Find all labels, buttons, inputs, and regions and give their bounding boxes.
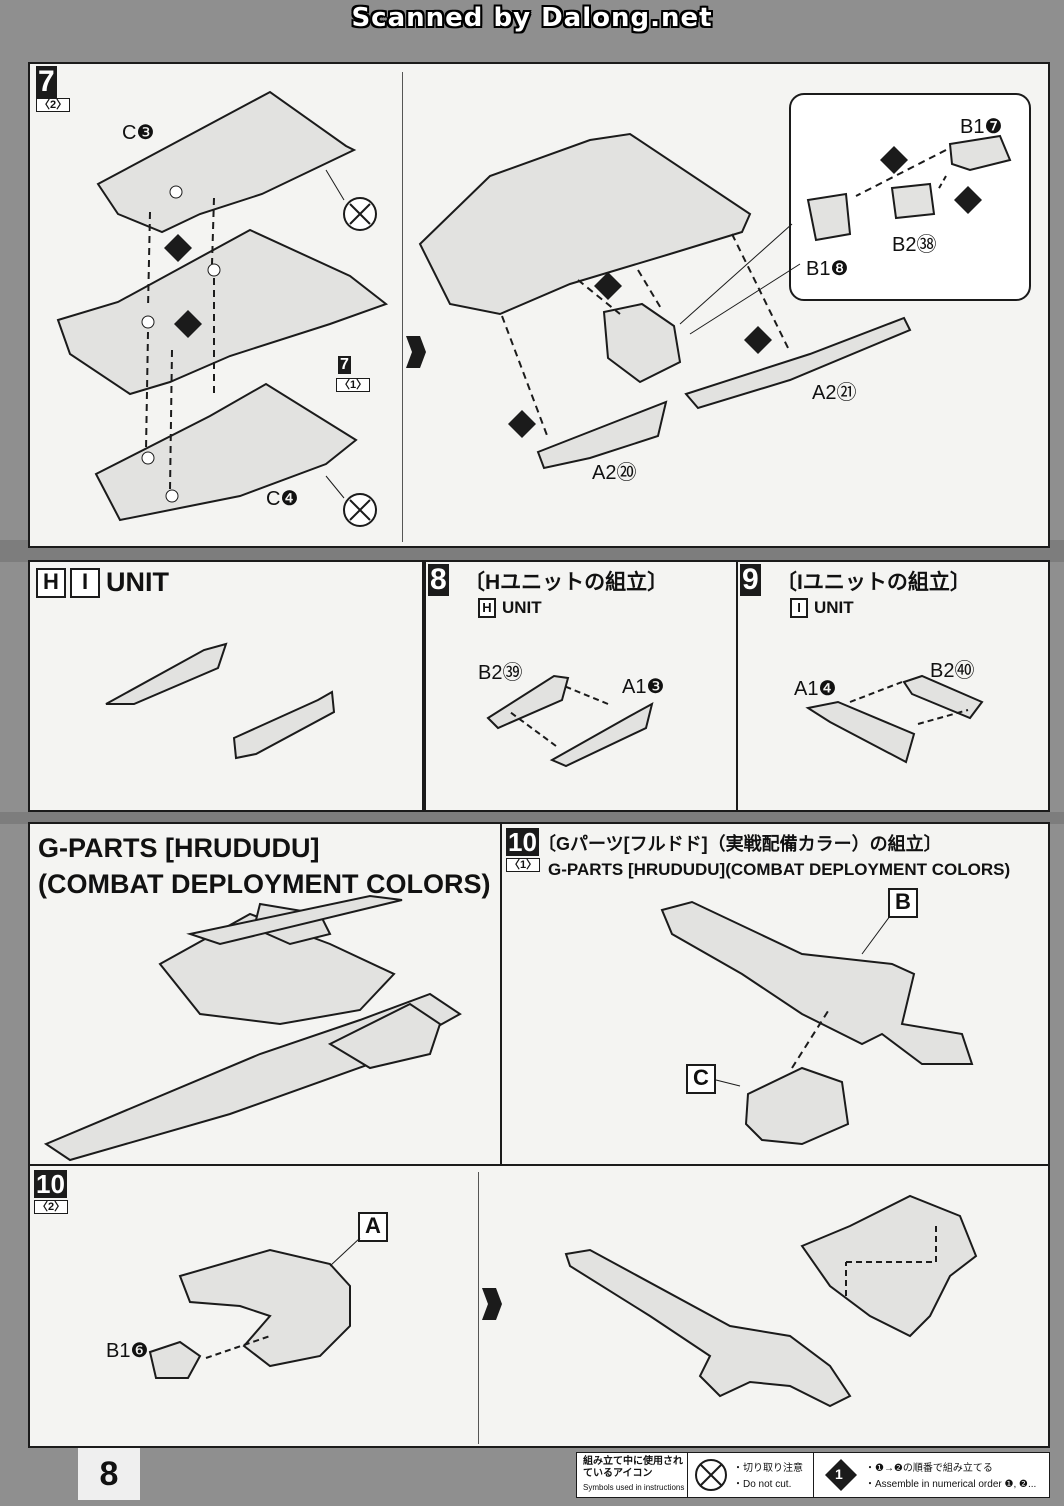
scan-banner: Scanned by Dalong.net [351, 3, 713, 33]
part-label-b17: B1❼ [960, 116, 1003, 138]
hi-unit-drawing [105, 642, 336, 760]
step10b-panel: 10 〈2〉 A B1❻ [28, 1164, 1050, 1448]
unit-letter-h: H [36, 568, 66, 598]
step7-drawing [56, 90, 1031, 527]
gparts-title-line2: (COMBAT DEPLOYMENT COLORS) [38, 869, 491, 899]
part-label-c3: C❸ [122, 122, 155, 144]
legend-order-en: ・Assemble in numerical order ❶, ❷... [865, 1479, 1037, 1490]
step-number: 9 [740, 563, 761, 596]
step-number: 10 [506, 827, 539, 857]
step-number: 7 [36, 65, 57, 98]
step-number: 8 [428, 563, 449, 596]
step-title-jp: 〔Hユニットの組立〕 [464, 571, 669, 594]
reference-step-sub: 〈1〉 [336, 378, 371, 392]
unit-letter-i: I [70, 568, 100, 598]
hi-unit-panel: H I UNIT [28, 560, 424, 812]
step-title-en: G-PARTS [HRUDUDU](COMBAT DEPLOYMENT COLO… [548, 860, 1011, 879]
legend-sep [813, 1453, 814, 1497]
legend-order-jp: ・❶→❷の順番で組み立てる [865, 1463, 993, 1474]
do-not-cut-icon [695, 1459, 727, 1491]
gparts-title-line1: G-PARTS [HRUDUDU] [38, 833, 320, 863]
step10a-panel: 10 〈1〉 〔Gパーツ[フルドド]（実戦配備カラー）の組立〕 G-PARTS … [500, 822, 1050, 1166]
legend-order-badge: 1 [835, 1466, 843, 1482]
step8-drawing [486, 674, 654, 768]
step-number: 10 [34, 1169, 67, 1199]
part-label-b239: B2㊴ [478, 662, 523, 684]
icon-legend: 組み立て中に使用されているアイコン Symbols used in instru… [576, 1452, 1050, 1498]
part-letter-c: C [686, 1064, 716, 1094]
order-diamond-icon [825, 1459, 857, 1491]
section-divider [478, 1172, 479, 1444]
background-stripe [0, 812, 1064, 824]
step-title-jp: 〔Gパーツ[フルドド]（実戦配備カラー）の組立〕 [538, 834, 942, 854]
part-letter-a: A [358, 1212, 388, 1242]
part-label-b18: B1❽ [806, 258, 849, 280]
legend-title-jp: 組み立て中に使用されているアイコン [583, 1456, 683, 1479]
step-title-jp: 〔Iユニットの組立〕 [776, 571, 971, 594]
unit-letter: I [790, 598, 808, 618]
step-sub-number: 〈2〉 [34, 1200, 69, 1214]
step9-panel: 9 〔Iユニットの組立〕 I UNIT A1❹ B2㊵ [736, 560, 1050, 812]
gparts-drawing [43, 894, 462, 1162]
step7-panel: 7 〈2〉 [28, 62, 1050, 548]
part-label-b238: B2㊳ [892, 234, 937, 256]
step-sub-number: 〈2〉 [36, 98, 71, 112]
unit-letter: H [478, 598, 496, 618]
legend-sep [687, 1453, 688, 1497]
legend-cut-jp: ・切り取り注意 [733, 1463, 803, 1474]
step10a-drawing [660, 900, 974, 1146]
legend-title-en: Symbols used in instructions [583, 1483, 685, 1492]
gparts-panel: G-PARTS [HRUDUDU] (COMBAT DEPLOYMENT COL… [28, 822, 502, 1166]
part-label-a221: A2㉑ [812, 382, 857, 404]
part-label-a13: A1❸ [622, 676, 665, 698]
part-label-b16: B1❻ [106, 1340, 149, 1362]
part-label-c4: C❹ [266, 488, 299, 510]
part-label-a220: A2⑳ [592, 462, 637, 484]
section-divider [402, 72, 403, 542]
part-letter-b: B [888, 888, 918, 918]
step10b-drawing [148, 1194, 978, 1408]
step-title-en: UNIT [814, 598, 854, 617]
reference-step: 7 [338, 356, 351, 374]
step8-panel: 8 〔Hユニットの組立〕 H UNIT B2㊴ A1❸ [424, 560, 738, 812]
part-label-b240: B2㊵ [930, 660, 975, 682]
step-title-en: UNIT [502, 598, 542, 617]
step-sub-number: 〈1〉 [506, 858, 541, 872]
legend-cut-en: ・Do not cut. [733, 1479, 792, 1490]
step9-drawing [805, 674, 984, 764]
unit-title: UNIT [106, 567, 169, 597]
part-label-a14: A1❹ [794, 678, 837, 700]
page-number: 8 [78, 1448, 140, 1500]
